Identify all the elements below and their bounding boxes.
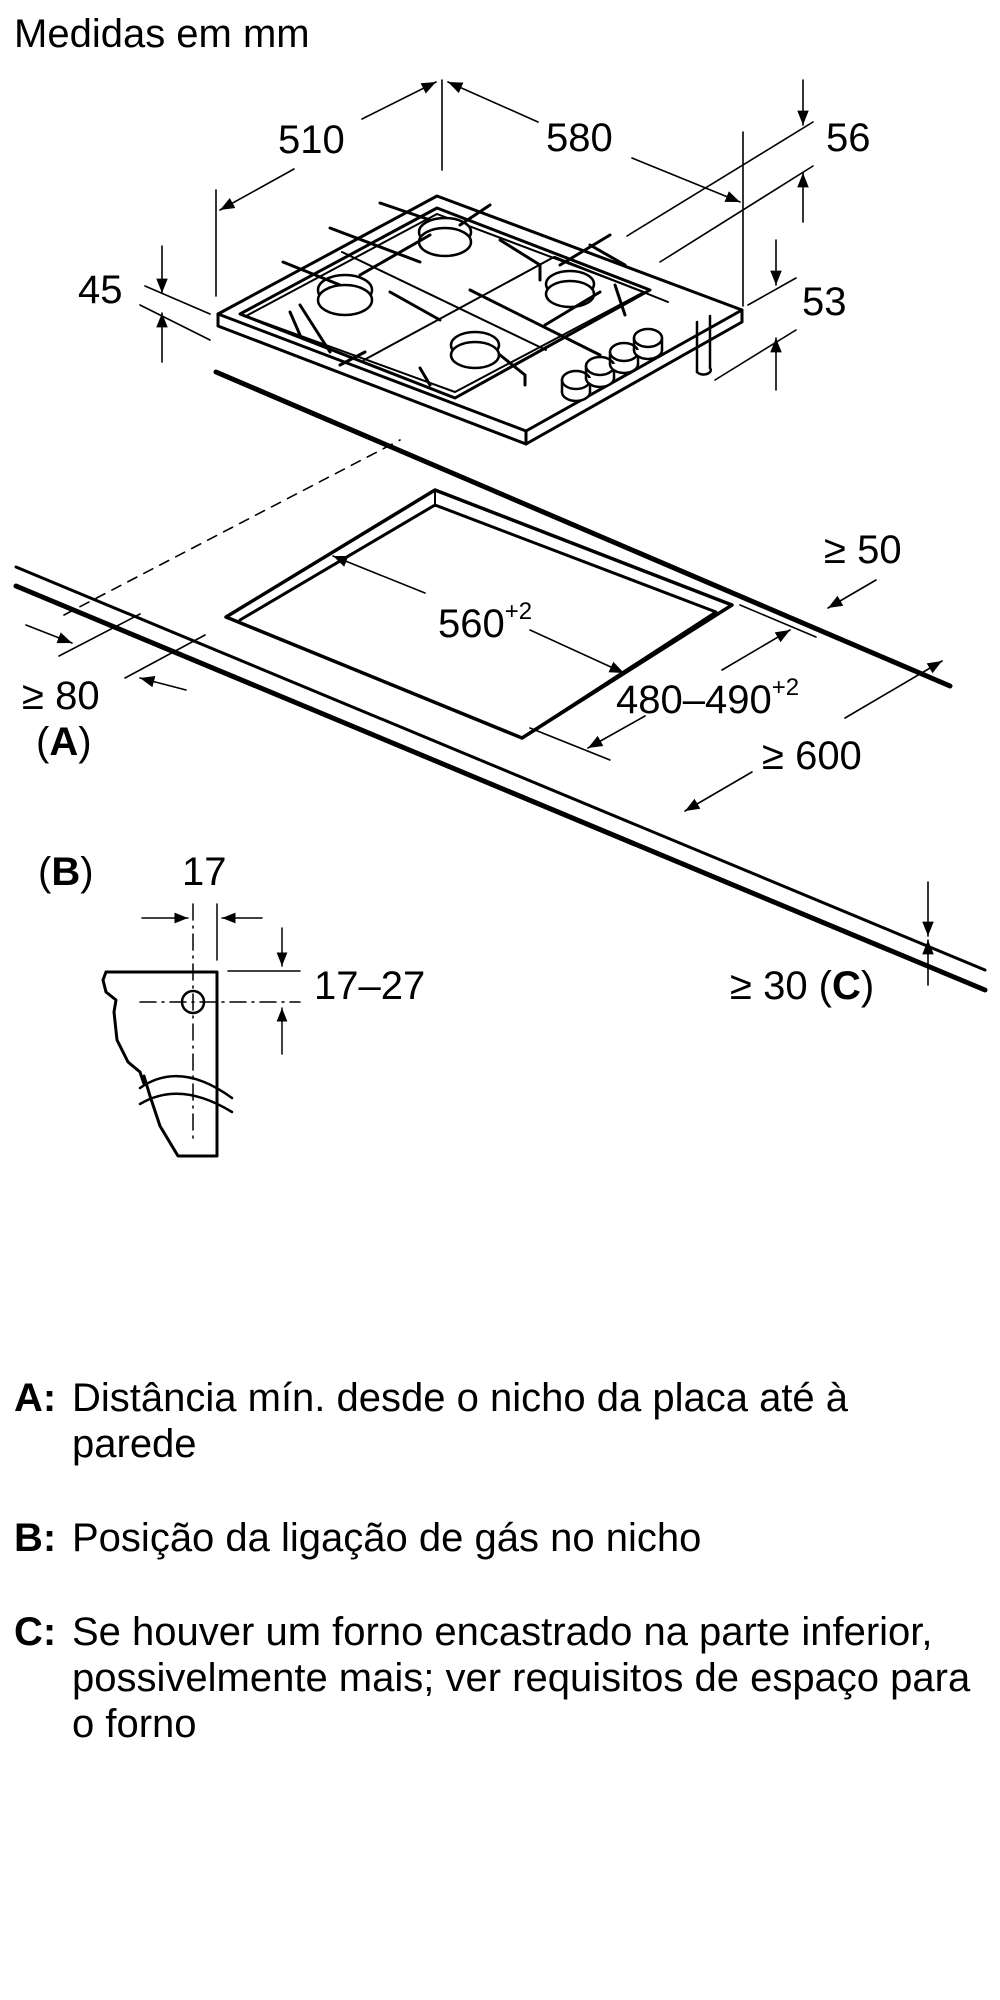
cutout-width-value: 560 <box>438 602 505 646</box>
installation-drawing <box>13 79 988 1158</box>
ref-b: B <box>51 850 81 894</box>
dim-depth-580: 580 <box>546 116 613 160</box>
dim-counter-depth: ≥ 600 <box>762 734 862 778</box>
legend-item-c: C: Se houver um forno encastrado na part… <box>14 1609 974 1747</box>
page-title: Medidas em mm <box>14 12 310 56</box>
dim-counter-thickness: ≥ 30 (C) <box>730 964 875 1008</box>
cutout-width-tolerance: +2 <box>504 598 533 625</box>
ref-label-b: (B) <box>38 850 94 894</box>
legend-key: A: <box>14 1376 57 1420</box>
counter-thickness-value: ≥ 30 <box>730 964 808 1008</box>
dim-cutout-width: 560+2 <box>438 598 533 646</box>
ref-label-a: (A) <box>36 720 92 764</box>
dim-height-56: 56 <box>826 116 871 160</box>
cutout-depth-value: 480–490 <box>616 678 772 722</box>
dim-height-45: 45 <box>78 268 123 312</box>
countertop-illustration <box>13 369 988 993</box>
legend-item-b: B: Posição da ligação de gás no nicho <box>14 1515 974 1561</box>
control-knob-icon <box>560 327 664 403</box>
dim-gas-horizontal: 17 <box>182 850 227 894</box>
legend-text: Posição da ligação de gás no nicho <box>72 1516 702 1560</box>
dim-cutout-depth: 480–490+2 <box>616 674 800 722</box>
burner-icon <box>316 216 596 370</box>
cutout-depth-tolerance: +2 <box>771 674 800 701</box>
ref-c: C <box>832 964 861 1008</box>
dim-wall-back: ≥ 50 <box>824 528 902 572</box>
legend-item-a: A: Distância mín. desde o nicho da placa… <box>14 1375 974 1467</box>
dim-wall-side: ≥ 80 <box>22 674 100 718</box>
dim-gas-vertical: 17–27 <box>314 964 426 1008</box>
dim-width-510: 510 <box>278 118 345 162</box>
ref-a: A <box>49 720 79 764</box>
legend-key: B: <box>14 1516 57 1560</box>
dim-height-53: 53 <box>802 280 847 324</box>
legend-text: Distância mín. desde o nicho da placa at… <box>72 1376 849 1466</box>
legend-text: Se houver um forno encastrado na parte i… <box>72 1610 971 1746</box>
gas-connection-detail <box>101 970 234 1158</box>
cooktop-illustration <box>216 194 744 446</box>
legend: A: Distância mín. desde o nicho da placa… <box>14 1375 974 1795</box>
legend-key: C: <box>14 1610 57 1654</box>
